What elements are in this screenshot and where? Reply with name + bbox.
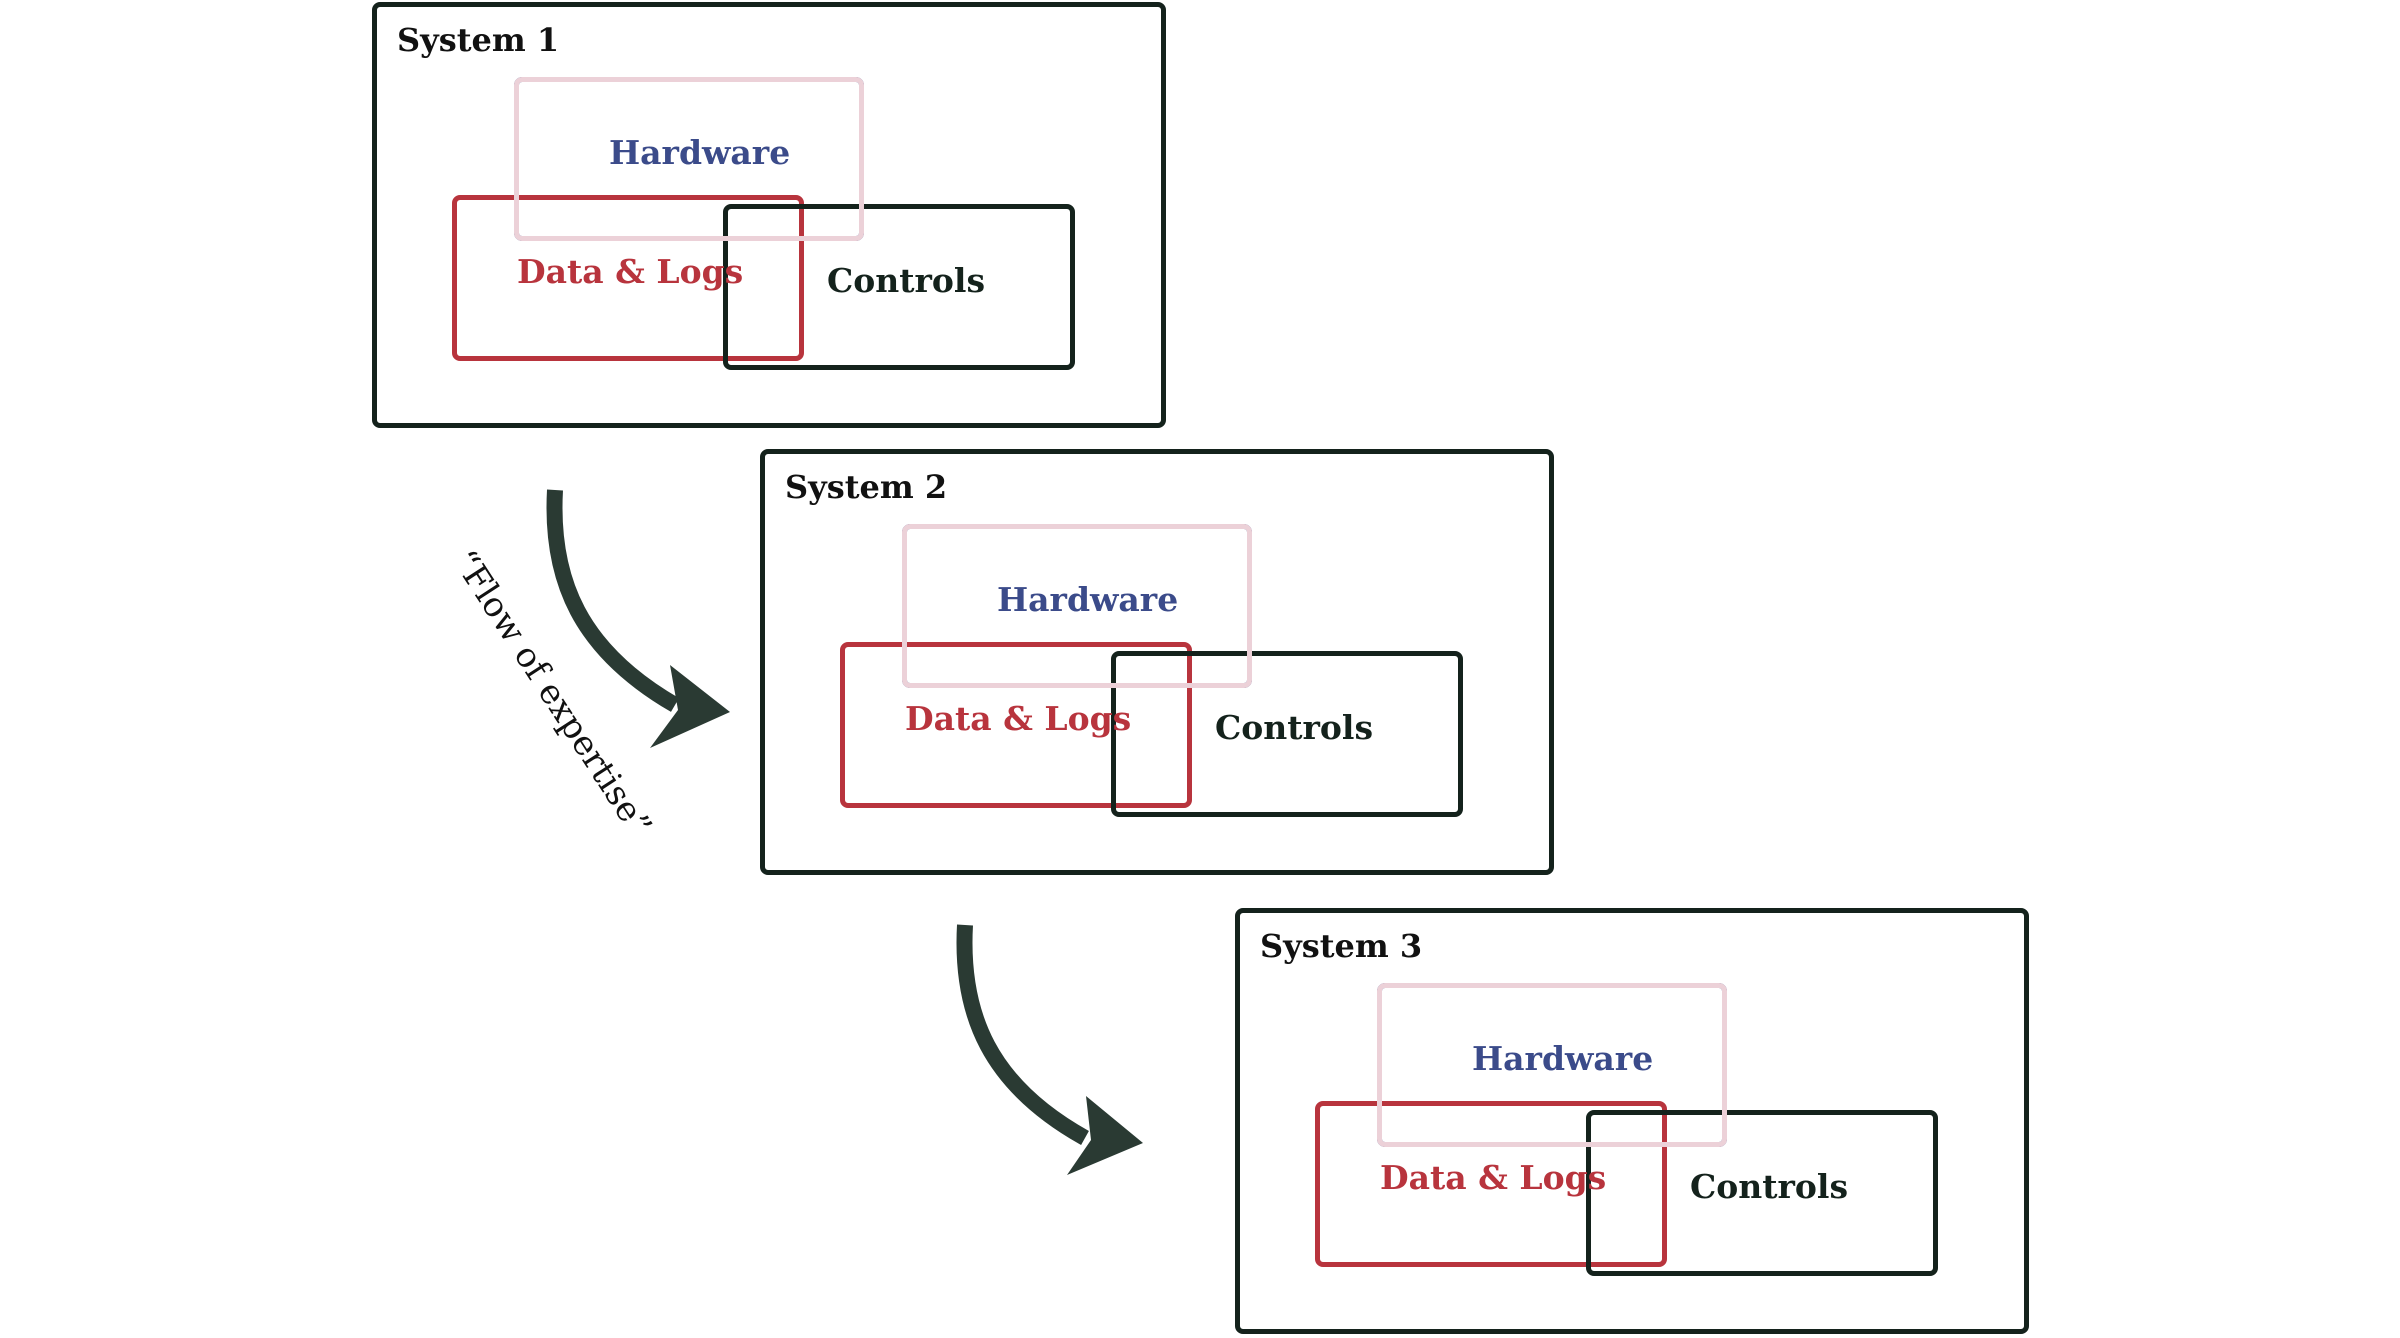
controls-box xyxy=(1586,1110,1938,1276)
system-2-panel: System 2 Hardware Data & Logs Controls xyxy=(760,449,1554,875)
data-logs-box xyxy=(1315,1101,1667,1267)
data-logs-label: Data & Logs xyxy=(1380,1158,1607,1197)
controls-label: Controls xyxy=(1690,1167,1849,1206)
curved-arrow-icon xyxy=(546,489,730,748)
curved-arrow-icon xyxy=(956,924,1143,1175)
data-logs-box xyxy=(840,642,1192,808)
system-1-panel: System 1 Hardware Data & Logs Controls xyxy=(372,2,1166,428)
data-logs-box xyxy=(452,195,804,361)
controls-label: Controls xyxy=(1215,708,1374,747)
data-logs-label: Data & Logs xyxy=(517,252,744,291)
controls-label: Controls xyxy=(827,261,986,300)
hardware-label: Hardware xyxy=(1472,1039,1654,1078)
system-title: System 1 xyxy=(397,21,560,59)
system-3-panel: System 3 Hardware Data & Logs Controls xyxy=(1235,908,2029,1334)
controls-box xyxy=(723,204,1075,370)
system-title: System 2 xyxy=(785,468,948,506)
data-logs-label: Data & Logs xyxy=(905,699,1132,738)
system-title: System 3 xyxy=(1260,927,1423,965)
hardware-label: Hardware xyxy=(997,580,1179,619)
hardware-label: Hardware xyxy=(609,133,791,172)
flow-of-expertise-label: “Flow of expertise” xyxy=(444,543,659,844)
controls-box xyxy=(1111,651,1463,817)
